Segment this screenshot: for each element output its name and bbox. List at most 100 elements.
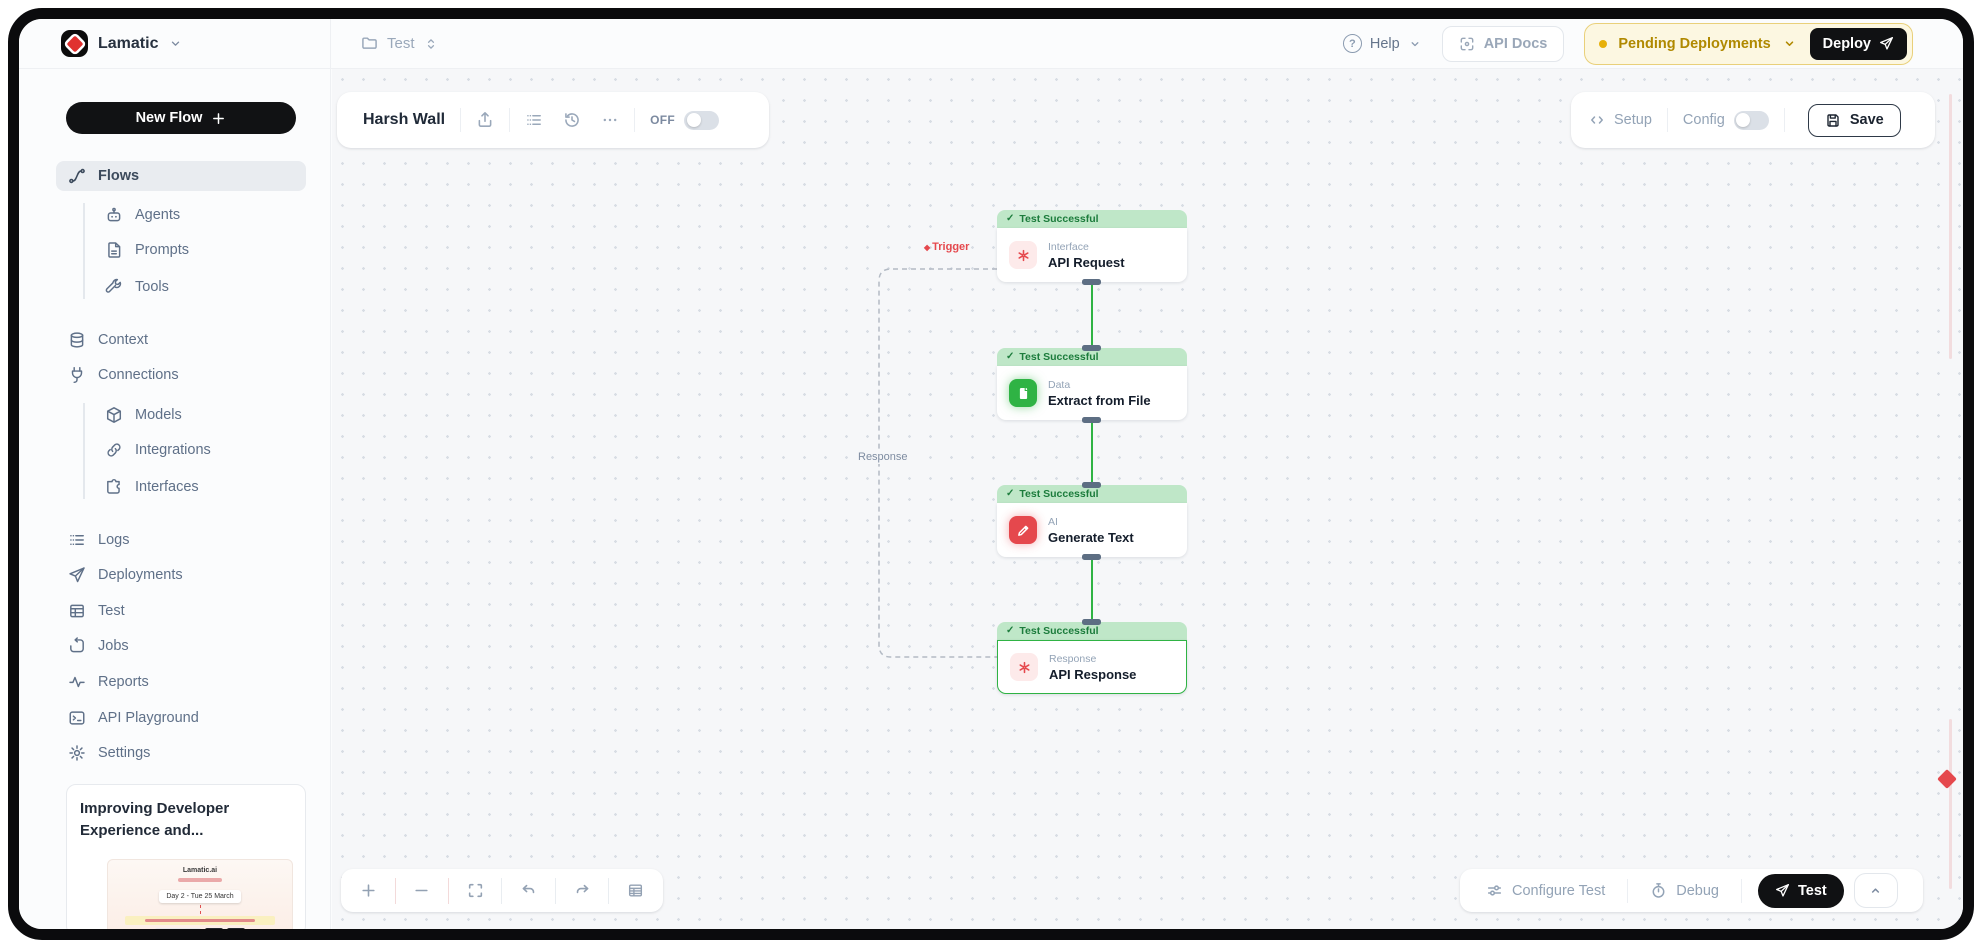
pending-deployments-label[interactable]: Pending Deployments xyxy=(1618,35,1771,52)
code-icon xyxy=(1589,112,1605,128)
sidebar-item-jobs[interactable]: Jobs xyxy=(68,631,129,661)
redo-button[interactable] xyxy=(557,882,608,899)
history-icon[interactable] xyxy=(563,111,581,129)
flow-title[interactable]: Harsh Wall xyxy=(363,111,446,128)
test-toolbar: Configure Test Debug Test xyxy=(1460,869,1923,912)
divider xyxy=(608,877,610,904)
chevron-down-icon[interactable] xyxy=(1782,36,1797,51)
expand-panel-button[interactable] xyxy=(1853,873,1898,908)
more-options-icon[interactable] xyxy=(601,111,619,129)
promo-thumb-red-text-bar xyxy=(178,878,222,882)
flow-state-label: OFF xyxy=(650,113,675,127)
sidebar-item-api-playground[interactable]: API Playground xyxy=(68,703,199,733)
sidebar-item-logs[interactable]: Logs xyxy=(68,525,129,555)
sidebar-item-connections[interactable]: Connections xyxy=(68,360,179,390)
connector-handle[interactable] xyxy=(1082,345,1101,351)
debug-button[interactable]: Debug xyxy=(1650,882,1719,899)
debug-label: Debug xyxy=(1676,882,1719,899)
sidebar-item-test[interactable]: Test xyxy=(68,596,125,626)
top-bar-actions: ? Help API Docs Pending Deployments xyxy=(1342,22,1963,65)
sidebar-item-settings[interactable]: Settings xyxy=(68,738,150,768)
divider xyxy=(634,108,636,132)
connector-handle[interactable] xyxy=(1082,619,1101,625)
canvas-edge-marker xyxy=(1949,719,1952,889)
sidebar-item-integrations[interactable]: Integrations xyxy=(105,435,211,465)
help-menu[interactable]: ? Help xyxy=(1342,34,1422,53)
node-catalog-button[interactable] xyxy=(610,882,661,899)
node-status-badge: ✓ Test Successful xyxy=(997,485,1187,503)
sidebar-item-label: Integrations xyxy=(135,442,211,458)
sidebar-item-prompts[interactable]: Prompts xyxy=(105,235,189,265)
node-card[interactable]: AI Generate Text xyxy=(997,503,1187,557)
indent-guide xyxy=(83,403,85,499)
config-toggle[interactable] xyxy=(1733,110,1769,130)
node-card[interactable]: Data Extract from File xyxy=(997,366,1187,420)
connector-handle[interactable] xyxy=(1082,554,1101,560)
divider xyxy=(509,108,511,132)
config-label: Config xyxy=(1682,112,1725,128)
sidebar-item-flows[interactable]: Flows xyxy=(56,161,306,191)
check-icon: ✓ xyxy=(1006,213,1015,224)
zoom-in-button[interactable] xyxy=(343,882,394,899)
node-card[interactable]: Response API Response xyxy=(997,640,1187,694)
flow-node-extract-from-file[interactable]: ✓ Test Successful Data Extract from File xyxy=(997,348,1187,420)
deploy-button[interactable]: Deploy xyxy=(1809,27,1907,60)
sidebar-item-label: Reports xyxy=(98,674,149,690)
node-title: Generate Text xyxy=(1048,529,1134,545)
list-icon[interactable] xyxy=(525,111,543,129)
share-icon[interactable] xyxy=(476,111,494,129)
sliders-icon xyxy=(1486,882,1503,899)
rotate-icon xyxy=(68,637,86,655)
wrench-icon xyxy=(105,278,123,296)
save-button[interactable]: Save xyxy=(1807,103,1901,137)
node-category: Response xyxy=(1049,652,1097,665)
sidebar-item-reports[interactable]: Reports xyxy=(68,667,149,697)
node-card[interactable]: Interface API Request xyxy=(997,228,1187,282)
new-flow-button[interactable]: New Flow xyxy=(66,102,296,134)
test-button[interactable]: Test xyxy=(1757,873,1844,908)
undo-button[interactable] xyxy=(503,882,554,899)
api-docs-button[interactable]: API Docs xyxy=(1441,25,1565,62)
promo-thumb-date: Day 2 - Tue 25 March xyxy=(159,890,241,903)
selector-icon[interactable] xyxy=(424,37,438,51)
sidebar-item-label: Interfaces xyxy=(135,479,199,495)
sidebar-item-agents[interactable]: Agents xyxy=(105,200,180,230)
connector-handle[interactable] xyxy=(1082,417,1101,423)
sidebar-item-interfaces[interactable]: Interfaces xyxy=(105,472,199,502)
plug-icon xyxy=(68,366,86,384)
sidebar-item-deployments[interactable]: Deployments xyxy=(68,560,183,590)
document-icon xyxy=(105,241,123,259)
configure-test-button[interactable]: Configure Test xyxy=(1486,882,1605,899)
test-label: Test xyxy=(1797,882,1827,899)
flow-node-generate-text[interactable]: ✓ Test Successful AI Generate Text xyxy=(997,485,1187,557)
workspace-switcher[interactable]: Lamatic xyxy=(19,19,331,68)
promo-thumb-highlight-band xyxy=(125,916,275,925)
config-panel: Setup Config Save xyxy=(1571,92,1935,148)
sidebar-item-label: Models xyxy=(135,407,182,423)
stopwatch-icon xyxy=(1650,882,1667,899)
connector-handle[interactable] xyxy=(1082,482,1101,488)
sidebar-item-tools[interactable]: Tools xyxy=(105,272,169,302)
sidebar-item-models[interactable]: Models xyxy=(105,400,182,430)
node-title: API Response xyxy=(1049,666,1137,682)
flow-canvas[interactable]: ◆ Trigger Response ✓ Test Successful Int… xyxy=(332,69,1963,929)
flow-enabled-toggle[interactable] xyxy=(684,110,719,130)
fit-view-button[interactable] xyxy=(450,882,501,899)
zoom-out-button[interactable] xyxy=(396,882,447,899)
divider xyxy=(1666,108,1668,132)
database-icon xyxy=(68,331,86,349)
node-title: API Request xyxy=(1048,254,1125,270)
promo-card[interactable]: Improving Developer Experience and... La… xyxy=(66,784,306,929)
flow-node-api-request[interactable]: ✓ Test Successful Interface API Request xyxy=(997,210,1187,282)
interface-node-icon xyxy=(1009,241,1037,269)
setup-button[interactable]: Setup xyxy=(1589,112,1652,128)
promo-thumb-brand: Lamatic.ai xyxy=(182,867,218,874)
sidebar-item-context[interactable]: Context xyxy=(68,325,148,355)
divider xyxy=(394,877,396,904)
divider xyxy=(1740,878,1742,903)
connector-handle[interactable] xyxy=(1082,279,1101,285)
promo-title-line2: Experience and... xyxy=(80,822,204,839)
save-icon xyxy=(1825,112,1841,128)
breadcrumb[interactable]: Test xyxy=(331,35,1343,52)
flow-node-api-response[interactable]: ✓ Test Successful Response API Response xyxy=(997,622,1187,694)
